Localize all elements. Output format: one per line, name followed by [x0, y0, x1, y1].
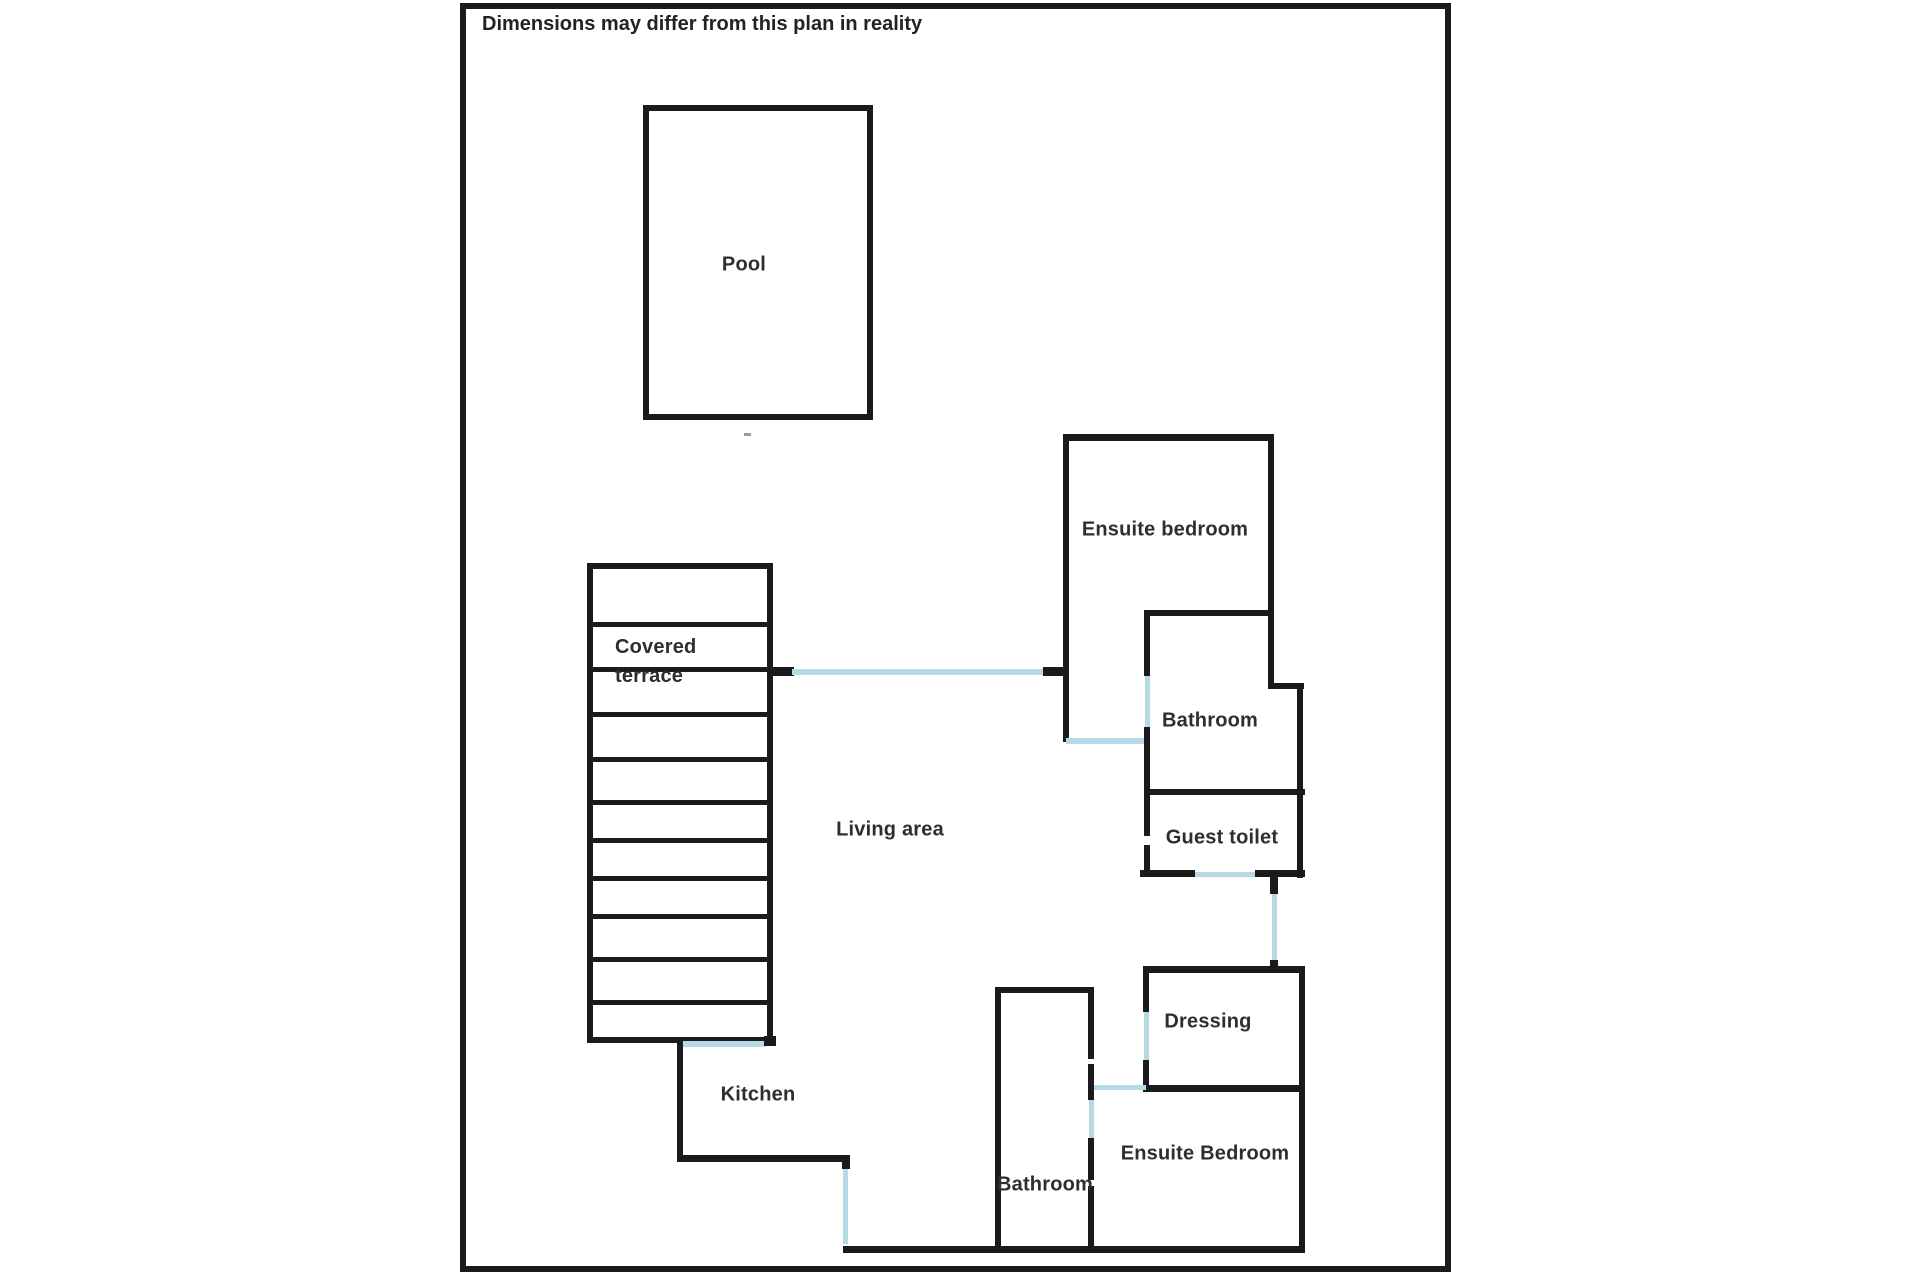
- kitchen-wall-stub: [842, 1155, 850, 1169]
- guest-toilet-door-marker: [1195, 872, 1255, 877]
- ensuite-bedroom-bottom-top-door-marker: [1092, 1085, 1146, 1090]
- guest-toilet-bottom-wall-left: [1140, 870, 1195, 877]
- bathroom-bottom-top-wall: [995, 987, 1094, 993]
- east-outer-wall-lower: [1299, 966, 1305, 1253]
- corridor-passage-marker: [1272, 894, 1277, 962]
- terrace-stripe-line: [593, 757, 767, 762]
- ensuite-bedroom-left-wall: [1063, 434, 1069, 742]
- corridor-wall-stub-bottom: [1270, 960, 1278, 969]
- kitchen-bottom-wall: [677, 1155, 845, 1162]
- terrace-stripe-line: [593, 876, 767, 881]
- bathroom-bottom-right-wall-seg2: [1088, 1064, 1094, 1100]
- living-door-right-cap: [1043, 667, 1068, 676]
- bathroom-left-wall-upper: [1144, 610, 1150, 676]
- dressing-top-wall: [1143, 966, 1305, 973]
- guest-toilet-left-wall-upper: [1144, 744, 1150, 836]
- ensuite-bedroom-door-marker: [1066, 738, 1148, 744]
- terrace-door-end-cap: [764, 1036, 776, 1046]
- terrace-stripe-line: [593, 667, 767, 672]
- covered-terrace-label-line2: terrace: [615, 665, 684, 687]
- terrace-stripe-line: [593, 622, 767, 627]
- guest-toilet-left-wall-lower: [1144, 845, 1150, 877]
- bathroom-door-marker: [1145, 676, 1150, 727]
- kitchen-left-wall: [677, 1043, 683, 1158]
- kitchen-door-marker: [843, 1169, 848, 1244]
- bathroom-bottom-right-wall-seg4: [1088, 1186, 1094, 1253]
- dressing-label: Dressing: [1164, 1010, 1252, 1033]
- pool-small-mark: [744, 433, 751, 436]
- terrace-stripe-line: [593, 800, 767, 805]
- bathroom-bottom-label: Bathroom: [996, 1173, 1094, 1196]
- bathroom-bottom-door-marker: [1089, 1100, 1094, 1138]
- covered-terrace-label-line1: Covered: [615, 636, 697, 658]
- guest-toilet-label: Guest toilet: [1165, 826, 1279, 849]
- dressing-door-marker: [1144, 1012, 1149, 1060]
- terrace-stripe-line: [593, 1000, 767, 1005]
- bathroom-bottom-right-wall-seg3: [1088, 1138, 1094, 1180]
- terrace-stripes: [593, 569, 767, 1037]
- bathroom-left-wall-lower: [1144, 727, 1150, 744]
- terrace-stripe-line: [593, 712, 767, 717]
- ensuite-bedroom-right-jog-wall: [1268, 683, 1304, 689]
- terrace-stripe-line: [593, 957, 767, 962]
- pool-outline: [643, 105, 873, 420]
- bathroom-bottom-left-wall: [995, 987, 1001, 1253]
- bathroom-guest-toilet-divider-wall: [1144, 789, 1305, 795]
- terrace-outline: [587, 563, 773, 1043]
- dressing-bottom-wall: [1143, 1085, 1305, 1092]
- dressing-left-wall-upper: [1143, 966, 1149, 1012]
- terrace-stripe-line: [593, 914, 767, 919]
- ensuite-bedroom-bottom-label: Ensuite Bedroom: [1120, 1142, 1290, 1165]
- living-door-left-cap: [771, 667, 794, 676]
- ensuite-bedroom-right-wall: [1268, 434, 1274, 687]
- terrace-door-marker: [683, 1041, 766, 1047]
- ensuite-bedroom-top-label: Ensuite bedroom: [1081, 518, 1249, 541]
- plan-disclaimer-text: Dimensions may differ from this plan in …: [482, 13, 923, 35]
- guest-toilet-bottom-wall-right: [1255, 870, 1305, 877]
- house-bottom-wall: [843, 1246, 1305, 1253]
- pool-label: Pool: [721, 253, 767, 276]
- living-glazed-wall-marker: [792, 669, 1046, 675]
- east-outer-wall: [1297, 683, 1303, 878]
- corridor-wall-stub-top: [1270, 876, 1278, 894]
- bathroom-bottom-right-wall-seg1: [1088, 987, 1094, 1059]
- dressing-left-wall-lower: [1143, 1060, 1149, 1092]
- terrace-stripe-line: [593, 838, 767, 843]
- kitchen-label: Kitchen: [720, 1083, 796, 1106]
- bathroom-top-wall: [1144, 610, 1274, 616]
- bathroom-top-label: Bathroom: [1161, 709, 1259, 732]
- living-area-label: Living area: [836, 818, 944, 841]
- ensuite-bedroom-top-wall: [1063, 434, 1274, 441]
